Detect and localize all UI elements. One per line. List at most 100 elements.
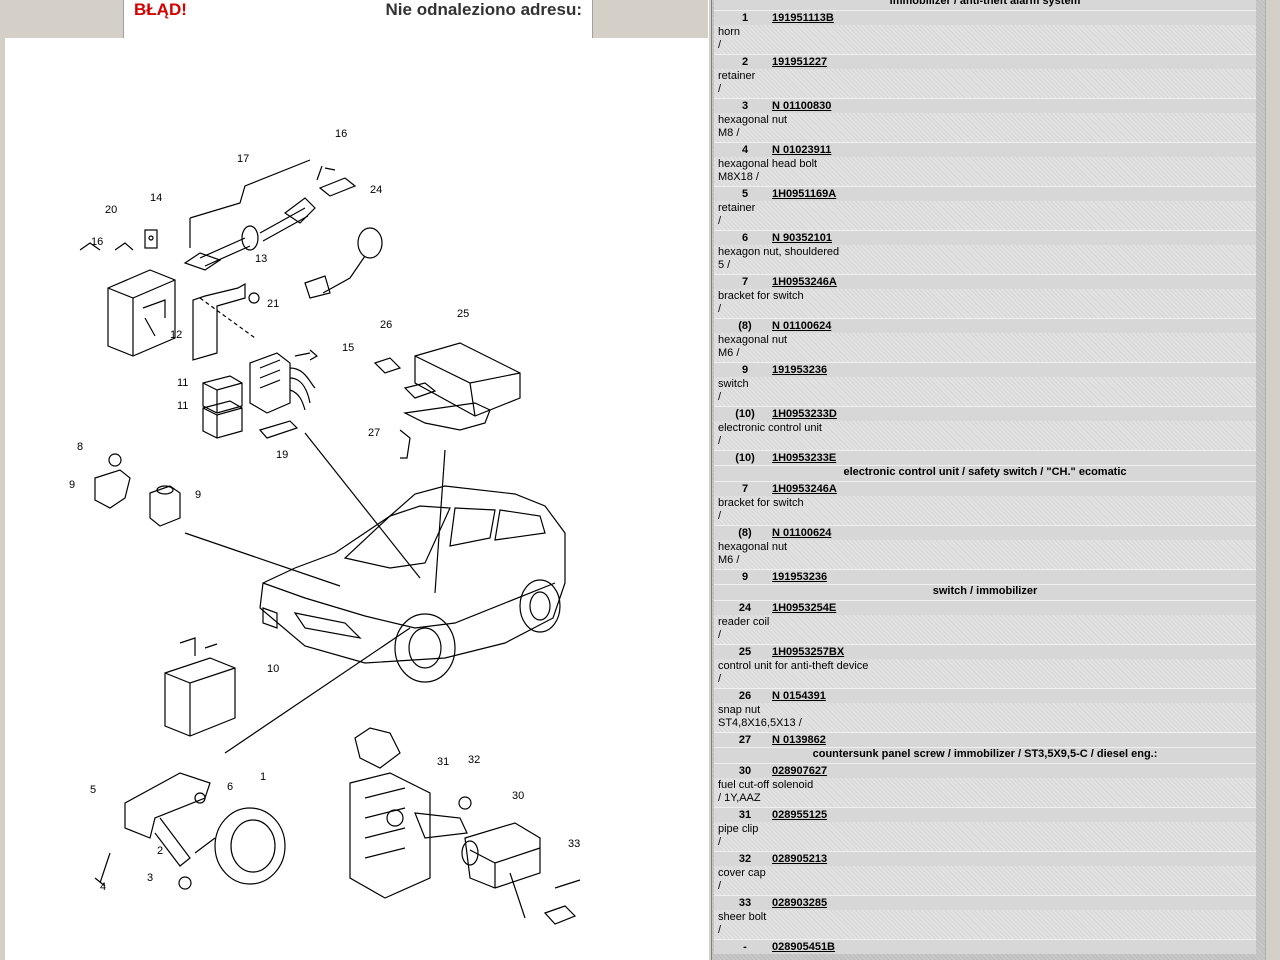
part-description: hexagonal nut [718, 541, 788, 553]
part-number-link[interactable]: 1H0953254E [772, 602, 837, 614]
part-position: 2 [741, 56, 749, 68]
part-spec: / [718, 510, 722, 522]
part-number-row: (8)N 01100624 [714, 525, 1256, 540]
part-position: (8) [738, 320, 752, 332]
callout-labels: 1 2 3 4 5 6 8 9 9 10 11 11 12 13 14 15 1… [69, 128, 580, 893]
part-number-link[interactable]: N 0139862 [772, 734, 826, 746]
callout-14: 14 [150, 192, 162, 204]
parts-diagram: 1 2 3 4 5 6 8 9 9 10 11 11 12 13 14 15 1… [5, 38, 708, 960]
part-position: 7 [741, 276, 749, 288]
callout-1: 1 [260, 771, 266, 783]
part-number-link[interactable]: 1H0953246A [772, 483, 837, 495]
part-number-link[interactable]: 028905451B [772, 941, 836, 953]
part-spec: / [718, 673, 722, 685]
part-number-row: 7 1H0953246A [714, 481, 1256, 496]
part-description: electronic control unit [718, 422, 822, 434]
callout-9a: 9 [69, 479, 75, 491]
part-number-link[interactable]: 1H0953246A [772, 276, 837, 288]
part-spec: / [718, 83, 722, 95]
part-position: 24 [738, 602, 752, 614]
part-number-row: (10)1H0953233D [714, 406, 1256, 421]
part-spec: / [718, 880, 722, 892]
part-number-link[interactable]: 191951113B [772, 12, 834, 24]
part-description: hexagonal nut [718, 114, 788, 126]
part-number-link[interactable]: 191953236 [772, 364, 828, 376]
parts-list-frame: immobilizer / anti-theft alarm system 1 19… [712, 0, 1280, 960]
part-number-link[interactable]: 1H0953257BX [772, 646, 845, 658]
part-number-link[interactable]: N 01100624 [772, 320, 832, 332]
part-position: 25 [738, 646, 752, 658]
part-description: control unit for anti-theft device [718, 660, 869, 672]
part-description: hexagonal nut [718, 334, 788, 346]
callout-5: 5 [90, 784, 96, 796]
part-description-row: control unit for anti-theft device/ [714, 659, 1256, 688]
section-header: immobilizer / anti-theft alarm system [714, 0, 1256, 10]
part-description: horn [718, 26, 741, 38]
part-position: 31 [738, 809, 752, 821]
part-number-link[interactable]: 028903285 [772, 897, 828, 909]
part-description: bracket for switch [718, 497, 804, 509]
part-number-row: (10) 1H0953233E [714, 450, 1256, 465]
callout-17: 17 [237, 153, 249, 165]
part-description: cover cap [718, 867, 766, 879]
part-number-link[interactable]: N 01100624 [772, 527, 832, 539]
callout-4: 4 [100, 881, 106, 893]
part-position: 27 [738, 734, 752, 746]
part-description: retainer [718, 70, 756, 82]
callout-12: 12 [170, 329, 182, 341]
part-position: 5 [741, 188, 749, 200]
part-spec: / [718, 303, 722, 315]
exploded-view-drawing: 1 2 3 4 5 6 8 9 9 10 11 11 12 13 14 15 1… [69, 128, 580, 925]
part-number-link[interactable]: 191953236 [772, 571, 828, 583]
part-number-link[interactable]: 1H0953233D [772, 408, 837, 420]
part-number-link[interactable]: 028955125 [772, 809, 828, 821]
part-spec: ST4,8X16,5X13 / [718, 717, 802, 729]
part-description-row: horn/ [714, 25, 1256, 54]
part-number-link[interactable]: 028905213 [772, 853, 828, 865]
frame-splitter[interactable] [708, 0, 712, 960]
part-description: retainer [718, 202, 756, 214]
part-number-row: 25 1H0953257BX [714, 644, 1256, 659]
callout-24: 24 [370, 184, 382, 196]
part-number-link[interactable]: N 01023911 [772, 144, 832, 156]
callout-20: 20 [105, 204, 117, 216]
part-number-link[interactable]: N 90352101 [772, 232, 832, 244]
parts-table: immobilizer / anti-theft alarm system 1 19… [714, 0, 1256, 954]
part-number-link[interactable]: 1H0951169A [772, 188, 837, 200]
callout-33: 33 [568, 838, 580, 850]
part-description-row: fuel cut-off solenoid/ 1Y,AAZ [714, 778, 1256, 807]
part-description-row: cover cap/ [714, 866, 1256, 895]
part-position: (10) [735, 452, 755, 464]
part-number-link[interactable]: N 01100830 [772, 100, 832, 112]
part-position: 3 [741, 100, 749, 112]
vertical-scrollbar[interactable] [1265, 0, 1280, 960]
part-spec: / [718, 629, 722, 641]
part-spec: / [718, 215, 722, 227]
part-number-row: 1 191951113B [714, 10, 1256, 25]
part-position: 1 [741, 12, 749, 24]
callout-16a: 16 [91, 236, 103, 248]
part-position: 33 [738, 897, 752, 909]
part-position: 4 [741, 144, 749, 156]
part-position: 7 [741, 483, 749, 495]
diagram-frame: BŁĄD! Nie odnaleziono adresu: [5, 0, 708, 960]
callout-31: 31 [437, 756, 449, 768]
callout-6: 6 [227, 781, 233, 793]
error-title: BŁĄD! [134, 0, 187, 19]
part-number-link[interactable]: 191951227 [772, 56, 828, 68]
part-number-row: 2 191951227 [714, 54, 1256, 69]
part-number-row: 31 028955125 [714, 807, 1256, 822]
part-number-link[interactable]: 028907627 [772, 765, 828, 777]
part-number-link[interactable]: 1H0953233E [772, 452, 837, 464]
callout-15: 15 [342, 342, 354, 354]
section-header: countersunk panel screw / immobilizer / … [714, 747, 1256, 763]
callout-11a: 11 [177, 377, 188, 389]
part-number-link[interactable]: N 0154391 [772, 690, 826, 702]
